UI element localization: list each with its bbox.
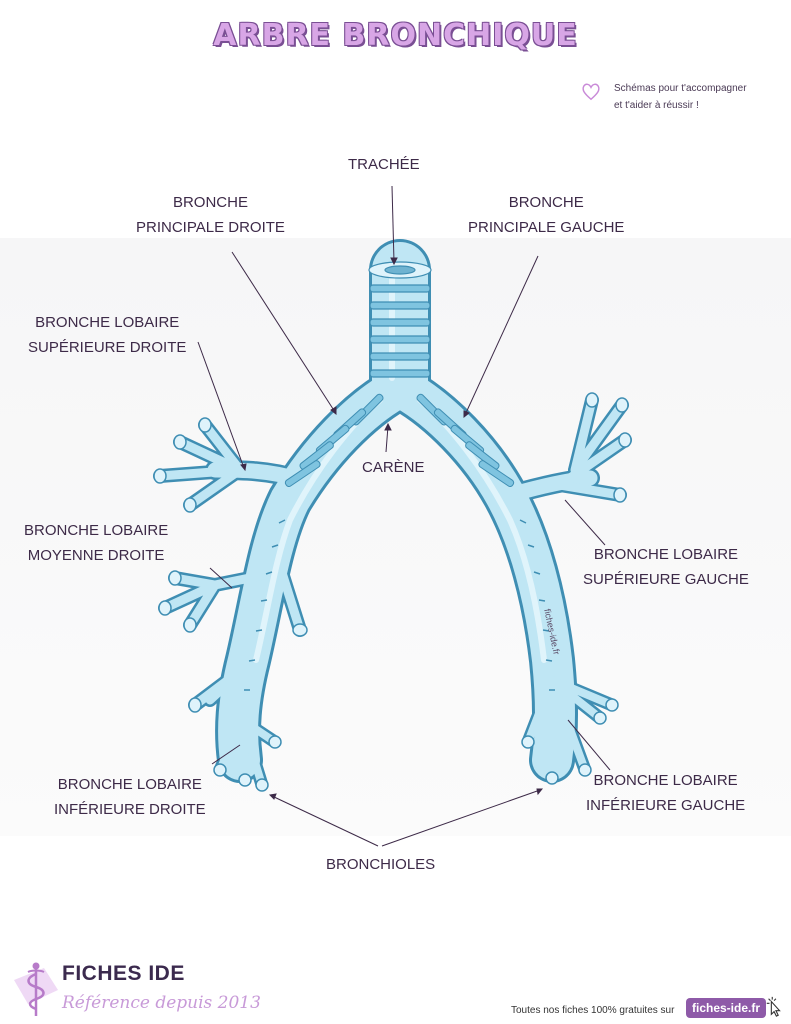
label-line2: SUPÉRIEURE DROITE <box>28 339 187 356</box>
airway-tree <box>153 239 632 792</box>
tagline-line2: et t'aider à réussir ! <box>614 100 699 111</box>
label-trachee-text: TRACHÉE <box>348 156 420 173</box>
tagline-line1: Schémas pour t'accompagner <box>614 83 747 94</box>
label-lobaire-inf-gauche: BRONCHE LOBAIRE INFÉRIEURE GAUCHE <box>586 768 745 818</box>
page-title: ARBRE BRONCHIQUE <box>213 18 578 53</box>
label-line1: BRONCHE <box>508 194 584 211</box>
site-link[interactable]: fiches-ide.fr <box>686 998 767 1018</box>
label-lobaire-inf-droite: BRONCHE LOBAIRE INFÉRIEURE DROITE <box>54 772 206 822</box>
tagline: Schémas pour t'accompagner et t'aider à … <box>614 80 784 114</box>
trachea-rings <box>368 261 432 378</box>
heart-icon <box>582 83 600 101</box>
label-line2: INFÉRIEURE GAUCHE <box>586 797 746 814</box>
brand-name: FICHES IDE <box>62 962 185 985</box>
cursor-click-icon <box>766 996 781 1017</box>
label-line1: BRONCHE LOBAIRE <box>593 546 739 563</box>
label-line1: BRONCHE <box>172 194 248 211</box>
label-bronchioles: BRONCHIOLES <box>326 852 435 877</box>
label-lobaire-sup-gauche: BRONCHE LOBAIRE SUPÉRIEURE GAUCHE <box>583 542 749 592</box>
label-carene: CARÈNE <box>362 455 425 480</box>
bronchiole-openings <box>153 392 632 792</box>
leader-lines <box>197 185 611 847</box>
brand-tagline: Référence depuis 2013 <box>62 993 261 1013</box>
label-carene-text: CARÈNE <box>362 459 425 476</box>
label-line2: SUPÉRIEURE GAUCHE <box>583 571 749 588</box>
label-trachee: TRACHÉE <box>348 152 420 177</box>
label-line1: BRONCHE LOBAIRE <box>35 314 180 331</box>
label-bronche-principale-gauche: BRONCHE PRINCIPALE GAUCHE <box>468 190 624 240</box>
label-bronche-principale-droite: BRONCHE PRINCIPALE DROITE <box>136 190 285 240</box>
label-lobaire-moyenne-droite: BRONCHE LOBAIRE MOYENNE DROITE <box>24 518 168 568</box>
label-line1: BRONCHE LOBAIRE <box>593 772 738 789</box>
label-lobaire-sup-droite: BRONCHE LOBAIRE SUPÉRIEURE DROITE <box>28 310 186 360</box>
footer-note: Toutes nos fiches 100% gratuites sur <box>511 1005 675 1016</box>
caduceus-logo-icon <box>14 962 58 1016</box>
label-line2: PRINCIPALE GAUCHE <box>468 219 625 236</box>
label-line1: BRONCHE LOBAIRE <box>57 776 202 793</box>
cartilage-dashes <box>244 519 555 691</box>
label-line2: MOYENNE DROITE <box>27 547 165 564</box>
label-line2: INFÉRIEURE DROITE <box>54 801 206 818</box>
label-line2: PRINCIPALE DROITE <box>136 219 285 236</box>
bronchi-rings <box>284 393 515 488</box>
label-line1: BRONCHE LOBAIRE <box>24 522 169 539</box>
label-bronchioles-text: BRONCHIOLES <box>326 856 436 873</box>
